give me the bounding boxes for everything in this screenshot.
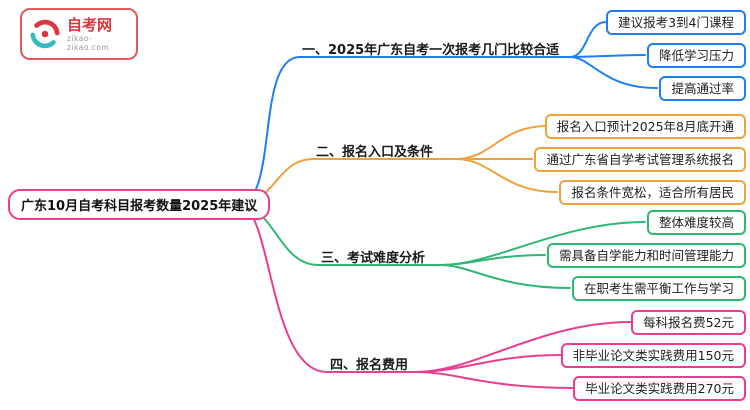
connector-branch-1-leaf-1: [569, 21, 607, 58]
root-node: 广东10月自考科目报考数量2025年建议: [8, 189, 271, 220]
leaf-node: 毕业论文类实践费用270元: [573, 376, 746, 401]
connector-root-branch-1: [241, 56, 301, 205]
leaf-node: 提高通过率: [659, 76, 746, 101]
connector-branch-3-leaf-3: [439, 264, 571, 289]
leaf-node: 通过广东省自学考试管理系统报名: [534, 147, 746, 172]
leaf-node: 需具备自学能力和时间管理能力: [546, 243, 746, 268]
branch-label-1: 一、2025年广东自考一次报考几门比较合适: [302, 43, 560, 58]
connector-branch-3-leaf-2: [439, 254, 546, 266]
site-name: 自考网: [67, 16, 113, 34]
zikao-logo-icon: [30, 19, 60, 49]
connector-branch-2-leaf-3: [455, 158, 558, 193]
leaf-node: 降低学习压力: [646, 43, 746, 68]
connector-branch-4-leaf-2: [415, 354, 562, 373]
leaf-node: 报名条件宽松，适合所有居民: [559, 180, 746, 205]
leaf-node: 整体难度较高: [646, 210, 746, 235]
connector-branch-1-leaf-2: [569, 54, 646, 58]
site-domain: zikao-zikao.com: [67, 34, 110, 52]
connector-branch-4-leaf-3: [415, 371, 575, 389]
leaf-node: 每科报名费52元: [631, 310, 746, 335]
connector-branch-1-leaf-3: [569, 56, 658, 89]
connector-branch-2-leaf-1: [455, 125, 548, 160]
leaf-node: 非毕业论文类实践费用150元: [560, 343, 746, 368]
leaf-node: 在职考生需平衡工作与学习: [571, 276, 746, 301]
branch-label-2: 二、报名入口及条件: [316, 145, 434, 160]
site-logo: 自考网 zikao-zikao.com: [20, 8, 138, 60]
connector-root-branch-4: [241, 205, 328, 373]
site-logo-text: 自考网 zikao-zikao.com: [67, 16, 128, 52]
branch-label-4: 四、报名费用: [330, 358, 409, 373]
branch-label-3: 三、考试难度分析: [321, 251, 426, 266]
leaf-node: 建议报考3到4门课程: [606, 10, 746, 35]
leaf-node: 报名入口预计2025年8月底开通: [544, 114, 746, 139]
